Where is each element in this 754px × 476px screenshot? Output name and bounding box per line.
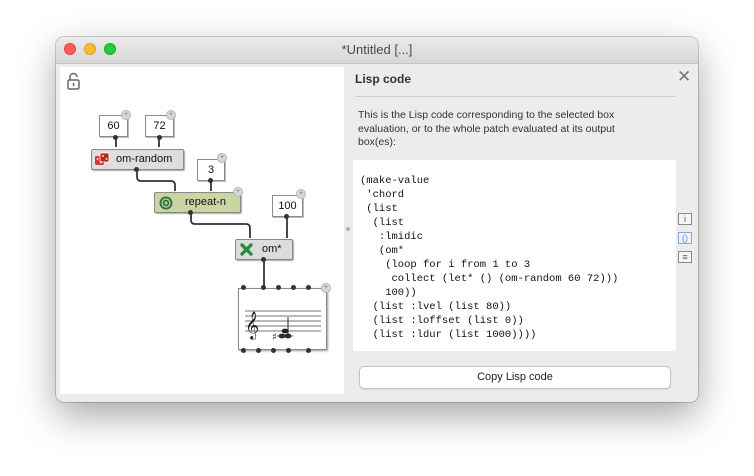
number-box-72[interactable]: 72 <box>145 115 174 137</box>
outlet[interactable] <box>188 210 193 215</box>
window-zoom-button[interactable] <box>104 43 116 55</box>
add-input-icon[interactable]: + <box>166 110 176 120</box>
outlet[interactable] <box>256 348 261 353</box>
add-input-icon[interactable]: + <box>296 189 306 199</box>
box-label: om-random <box>116 153 173 165</box>
window-minimize-button[interactable] <box>84 43 96 55</box>
number-box-value: 3 <box>207 164 215 176</box>
add-input-icon[interactable]: + <box>233 187 243 197</box>
inlet[interactable] <box>261 285 266 290</box>
add-input-icon[interactable]: + <box>121 110 131 120</box>
outlet[interactable] <box>261 257 266 262</box>
box-label: repeat-n <box>185 196 226 208</box>
splitter-handle[interactable] <box>346 227 350 231</box>
multiply-icon <box>240 243 253 256</box>
panel-splitter[interactable] <box>345 67 351 394</box>
divider <box>355 96 675 97</box>
outlet[interactable] <box>208 178 213 183</box>
number-box-value: 100 <box>278 200 297 212</box>
number-box-100[interactable]: 100 <box>272 195 303 217</box>
app-window: *Untitled [...] 60 + 72 <box>56 37 698 402</box>
sharp-icon: ♯ <box>272 332 277 343</box>
box-label: om* <box>262 243 282 255</box>
inlet[interactable] <box>276 285 281 290</box>
add-input-icon[interactable]: + <box>217 153 227 163</box>
info-tab-button[interactable]: i <box>678 213 692 225</box>
patch-canvas[interactable]: 60 + 72 + om-random 3 + <box>60 67 344 394</box>
copy-lisp-code-button[interactable]: Copy Lisp code <box>359 366 671 389</box>
outlet[interactable] <box>284 214 289 219</box>
number-box-value: 60 <box>107 120 120 132</box>
repeat-icon <box>159 196 173 210</box>
outlet[interactable] <box>134 167 139 172</box>
lisp-code-text[interactable]: (make-value 'chord (list (list :lmidic (… <box>360 175 619 341</box>
close-icon[interactable]: ✕ <box>677 67 692 86</box>
outlet[interactable] <box>306 348 311 353</box>
score-staff: 𝄞 ♯ <box>245 310 321 343</box>
lisp-code-tab-button[interactable]: () <box>678 232 692 244</box>
outlet[interactable] <box>241 348 246 353</box>
lisp-code-area[interactable]: (make-value 'chord (list (list :lmidic (… <box>353 160 676 351</box>
window-close-button[interactable] <box>64 43 76 55</box>
inlet[interactable] <box>241 285 246 290</box>
lock-open-icon[interactable] <box>66 72 82 90</box>
window-title: *Untitled [...] <box>341 42 413 57</box>
inlet[interactable] <box>291 285 296 290</box>
dice-icon <box>95 152 110 165</box>
repeat-n-box[interactable]: repeat-n <box>154 192 241 213</box>
number-box-value: 72 <box>153 120 166 132</box>
outlet[interactable] <box>113 135 118 140</box>
panel-title: Lisp code <box>355 72 412 86</box>
chord-box[interactable]: 𝄞 ♯ <box>238 288 327 350</box>
panel-description: This is the Lisp code corresponding to t… <box>358 109 615 148</box>
outlet[interactable] <box>271 348 276 353</box>
inlet[interactable] <box>306 285 311 290</box>
treble-clef-icon: 𝄞 <box>245 311 259 340</box>
list-tab-button[interactable]: ≡ <box>678 251 692 263</box>
outlet[interactable] <box>286 348 291 353</box>
title-bar[interactable]: *Untitled [...] <box>56 37 698 64</box>
outlet[interactable] <box>157 135 162 140</box>
add-input-icon[interactable]: + <box>321 283 331 293</box>
